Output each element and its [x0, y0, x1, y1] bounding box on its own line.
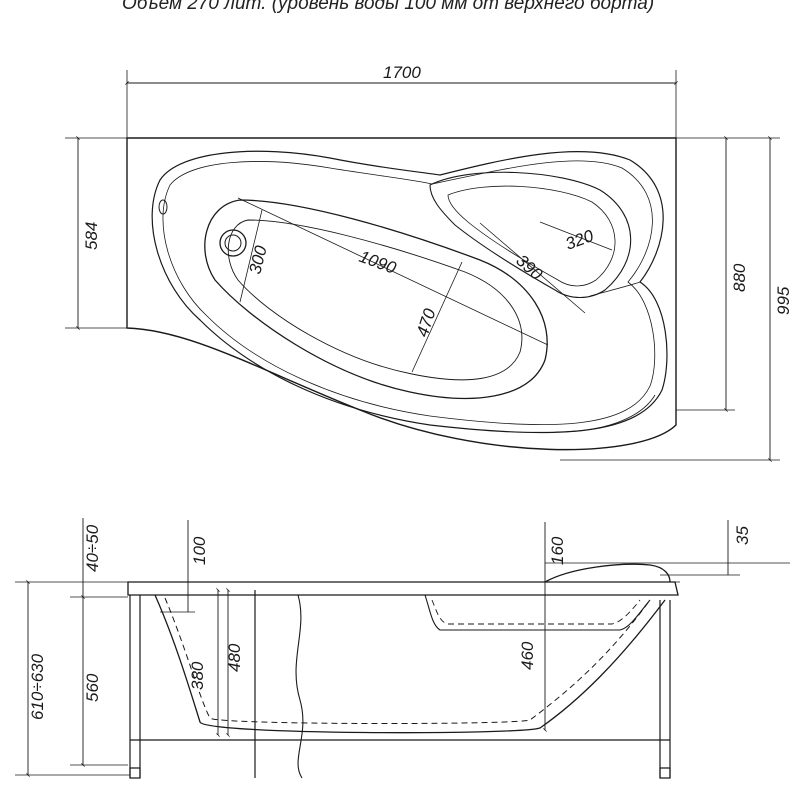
tub-outer-rim	[126, 137, 677, 451]
inner-measure-lines	[237, 197, 613, 373]
dim-right-width: 880	[730, 263, 749, 292]
panel-break	[295, 594, 304, 779]
dim-seat-width: 320	[563, 226, 597, 254]
basin-outer	[204, 199, 548, 400]
seat-inner	[447, 185, 616, 287]
dim-overall-width: 995	[774, 286, 793, 315]
dim-rim-range: 40÷50	[83, 524, 102, 572]
page-title: Объем 270 лит. (уровень воды 100 мм от в…	[122, 0, 655, 14]
dim-overall-length: 1700	[383, 63, 421, 82]
dim-inner-depth-a: 380	[188, 661, 207, 690]
tub-body-hidden	[164, 597, 651, 725]
seat-profile-hidden	[431, 599, 641, 625]
dim-seat-depth: 160	[548, 536, 567, 565]
side-view	[15, 518, 790, 779]
dim-head-width: 300	[245, 243, 270, 276]
side-dimension-lines	[26, 518, 729, 777]
side-frame	[129, 590, 671, 779]
top-dimension-lines	[76, 81, 772, 462]
seat-profile	[424, 594, 651, 631]
seat-outer	[429, 171, 632, 299]
dim-total-height: 610÷630	[28, 653, 47, 720]
tub-inner-rim-2	[162, 160, 656, 426]
dim-inner-depth-b: 480	[225, 643, 244, 672]
drain-inner-icon	[224, 234, 242, 252]
drain-icon	[219, 229, 247, 257]
dim-water-level: 100	[190, 536, 209, 565]
top-view	[65, 70, 780, 462]
tub-inner-rim	[151, 150, 668, 434]
dim-seat-height: 460	[518, 641, 537, 670]
dim-inner-length: 1090	[357, 247, 400, 278]
top-extension-lines	[65, 70, 780, 461]
title-bar: Объем 270 лит. (уровень воды 100 мм от в…	[0, 0, 800, 30]
dim-inner-width: 470	[413, 306, 440, 339]
overflow-icon	[158, 199, 168, 215]
dim-left-width: 584	[82, 222, 101, 250]
side-rim	[127, 563, 679, 596]
seat-ledge	[555, 281, 656, 433]
basin-inner	[227, 219, 523, 381]
dim-head-rim: 35	[733, 526, 752, 545]
tub-body-outline	[154, 594, 666, 734]
dim-tub-height: 560	[83, 673, 102, 702]
